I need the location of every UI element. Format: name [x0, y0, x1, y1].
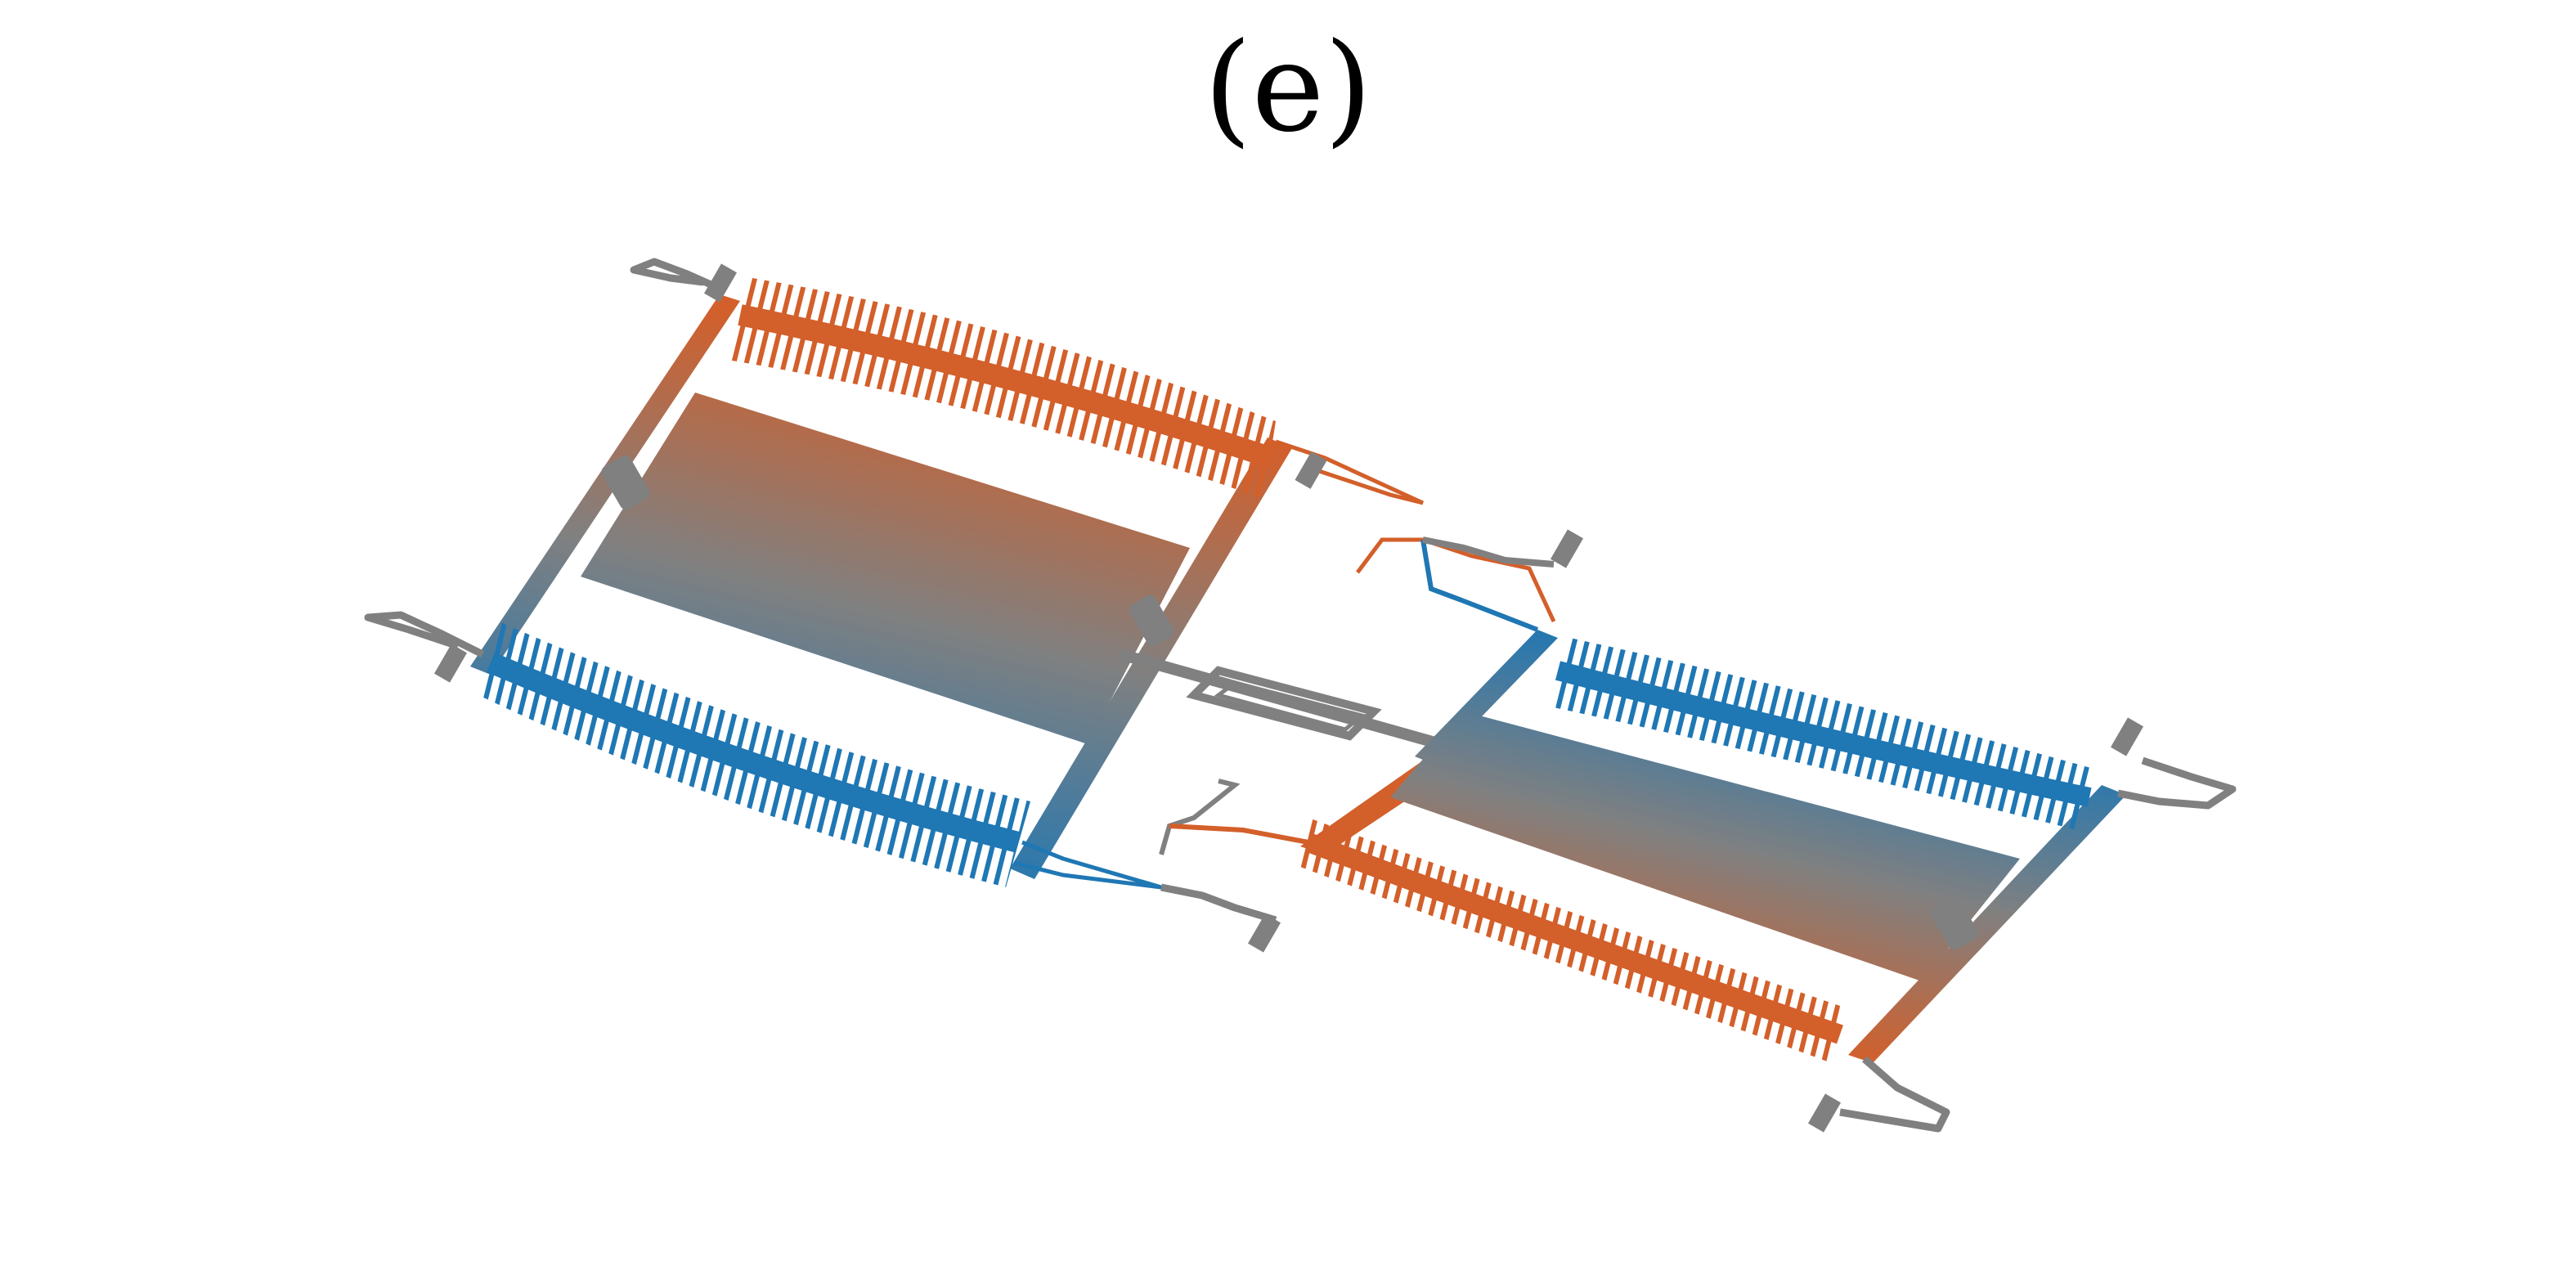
left-anchor-pad — [1247, 913, 1281, 953]
left-flexure-spring-bottom — [1160, 883, 1277, 924]
right-resonator — [1300, 630, 2237, 1133]
left-anchor-pad — [703, 263, 738, 303]
right-proof-mass-plate — [1390, 711, 2020, 981]
left-inner-anchor — [601, 455, 650, 510]
left-linkage-upper — [1275, 439, 1425, 505]
mid-linkage-upper — [1356, 537, 1556, 623]
right-resonator-side-beam-right — [1848, 785, 2126, 1063]
coupling-beam — [1119, 648, 1457, 754]
right-anchor-pad — [2110, 717, 2144, 756]
right-bottom-comb-spine — [1304, 832, 1843, 1044]
left-flexure-spring-left — [364, 611, 485, 658]
left-proof-mass-plate — [581, 393, 1190, 744]
coupling-spring — [1119, 529, 1584, 855]
right-inner-anchor — [1931, 896, 1978, 950]
left-bottom-comb-spine — [486, 653, 1021, 853]
right-flexure-spring-bottom — [1839, 1056, 1950, 1133]
mid-linkage-lower-warm — [1169, 824, 1309, 845]
right-anchor-pad — [1807, 1093, 1842, 1133]
right-top-comb-spine — [1555, 661, 2092, 807]
coupling-frame — [1186, 666, 1382, 741]
panel-label: (e) — [1204, 17, 1372, 159]
right-flexure-spring-right — [2117, 756, 2237, 810]
mid-anchor-pad — [1550, 529, 1584, 568]
left-anchor-pad — [1295, 451, 1327, 489]
coupling-frame-inner — [1214, 680, 1367, 732]
mid-linkage-lower — [1159, 779, 1241, 855]
left-anchor-pad — [433, 644, 468, 683]
left-flexure-spring-top — [630, 258, 725, 294]
mid-linkage-upper-blue — [1420, 539, 1539, 632]
left-top-comb-spine — [738, 304, 1276, 469]
mid-flexure-spring — [1422, 536, 1555, 568]
left-resonator — [364, 258, 1425, 953]
left-inner-anchor — [1129, 595, 1174, 647]
left-resonator-side-beam-left — [470, 294, 740, 675]
